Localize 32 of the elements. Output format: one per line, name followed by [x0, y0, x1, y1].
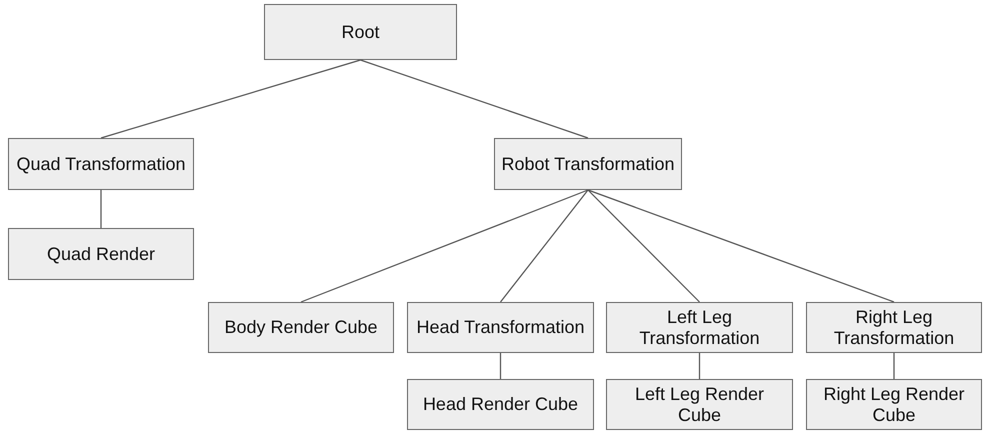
node-label: Head Render Cube — [422, 394, 578, 415]
tree-node-box — [8, 138, 194, 190]
tree-node-box — [806, 302, 982, 353]
connector-line — [588, 190, 700, 302]
connector-line — [360, 59, 588, 139]
tree-node-box — [806, 379, 982, 430]
connector-line — [100, 59, 361, 139]
node-label: Robot Transformation — [501, 154, 675, 174]
node-label: Right Leg Transformation — [832, 306, 956, 348]
tree-node-box — [407, 379, 594, 430]
connector-line — [100, 190, 102, 228]
tree-node-box — [606, 379, 793, 430]
connector-line — [300, 189, 588, 303]
node-label: Root — [341, 22, 380, 42]
node-label: Quad Transformation — [16, 154, 186, 174]
tree-node-box — [407, 302, 594, 353]
connector-line — [588, 189, 894, 303]
tree-node-box — [8, 228, 194, 280]
node-label: Head Transformation — [416, 317, 585, 338]
node-label: Left Leg Render Cube — [634, 384, 766, 426]
tree-node-box — [264, 4, 457, 60]
tree-node-box — [606, 302, 793, 353]
connector-line — [500, 190, 588, 302]
tree-node-box — [208, 302, 394, 353]
connector-line — [893, 353, 895, 379]
node-label: Right Leg Render Cube — [822, 384, 966, 426]
node-label: Left Leg Transformation — [638, 306, 761, 348]
tree-node-box — [494, 138, 682, 190]
node-label: Body Render Cube — [224, 317, 378, 338]
connector-line — [500, 353, 502, 379]
connector-line — [698, 353, 700, 379]
node-label: Quad Render — [46, 244, 156, 264]
